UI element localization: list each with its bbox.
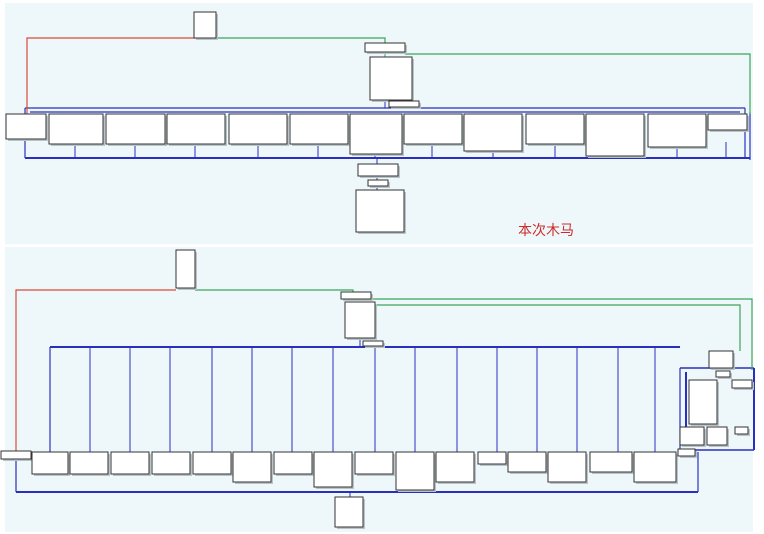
- node-bottom-sub-case-a: [679, 426, 705, 446]
- true-edge-bottom: [195, 289, 354, 292]
- node-bottom-case-11: [435, 451, 475, 483]
- node-bottom-case-4: [151, 451, 191, 475]
- node-bottom-case-3: [110, 451, 150, 475]
- node-top-tail: [355, 189, 405, 233]
- node-bottom-case-0: [0, 450, 32, 460]
- node-bottom-case-8: [313, 451, 353, 488]
- node-top-case-12: [707, 113, 748, 131]
- node-top-case-11: [647, 113, 707, 148]
- node-bottom-case-12: [477, 451, 507, 465]
- node-bottom-sub-side: [731, 379, 753, 389]
- true-edge-bottom-right: [372, 298, 753, 370]
- node-top-case-7: [403, 113, 463, 145]
- node-top-case-6: [349, 113, 403, 155]
- true-edge-bottom-right-inner: [372, 304, 741, 351]
- node-bottom-case-2: [69, 451, 109, 475]
- node-top-case-9: [525, 113, 585, 145]
- node-top-dispatch-strip: [388, 100, 420, 108]
- node-top-dispatcher: [369, 56, 413, 101]
- node-bottom-entry: [175, 249, 196, 289]
- trojan-annotation-label: 本次木马: [518, 223, 574, 239]
- node-bottom-case-7: [273, 451, 313, 475]
- node-bottom-case-10: [395, 451, 435, 491]
- false-edge-bottom: [15, 289, 176, 452]
- node-top-case-3: [166, 113, 226, 145]
- false-edge-top: [26, 37, 195, 114]
- node-bottom-sub-case-b: [706, 426, 728, 446]
- node-bottom-dispatcher: [344, 301, 376, 339]
- node-top-header: [364, 42, 406, 53]
- node-bottom-sub-block: [688, 379, 718, 425]
- true-edge-top: [216, 37, 386, 44]
- node-bottom-case-1: [31, 451, 69, 475]
- node-top-case-2: [105, 113, 166, 145]
- node-top-case-0: [5, 113, 47, 140]
- node-bottom-case-17: [677, 448, 696, 457]
- node-bottom-case-14: [547, 451, 587, 483]
- node-bottom-sub-strip: [715, 370, 731, 378]
- node-bottom-case-5: [192, 451, 232, 475]
- node-top-case-10: [585, 113, 645, 157]
- node-top-exit: [357, 163, 399, 177]
- node-bottom-case-13: [507, 451, 547, 473]
- node-top-case-8: [463, 113, 523, 152]
- node-top-entry: [193, 11, 217, 39]
- node-bottom-dispatch-strip: [362, 340, 384, 347]
- node-bottom-case-6: [232, 451, 272, 483]
- node-top-case-4: [228, 113, 288, 145]
- node-bottom-tail: [334, 496, 364, 528]
- true-edge-top-right: [405, 53, 751, 114]
- node-bottom-case-15: [589, 451, 633, 473]
- node-top-exit-strip: [367, 179, 389, 187]
- node-bottom-case-16: [633, 451, 677, 483]
- node-bottom-header: [340, 291, 372, 300]
- node-top-case-5: [289, 113, 349, 145]
- node-top-case-1: [48, 113, 104, 145]
- node-bottom-case-9: [354, 451, 394, 475]
- node-bottom-sub-entry: [708, 350, 734, 369]
- node-bottom-sub-case-c: [734, 426, 749, 435]
